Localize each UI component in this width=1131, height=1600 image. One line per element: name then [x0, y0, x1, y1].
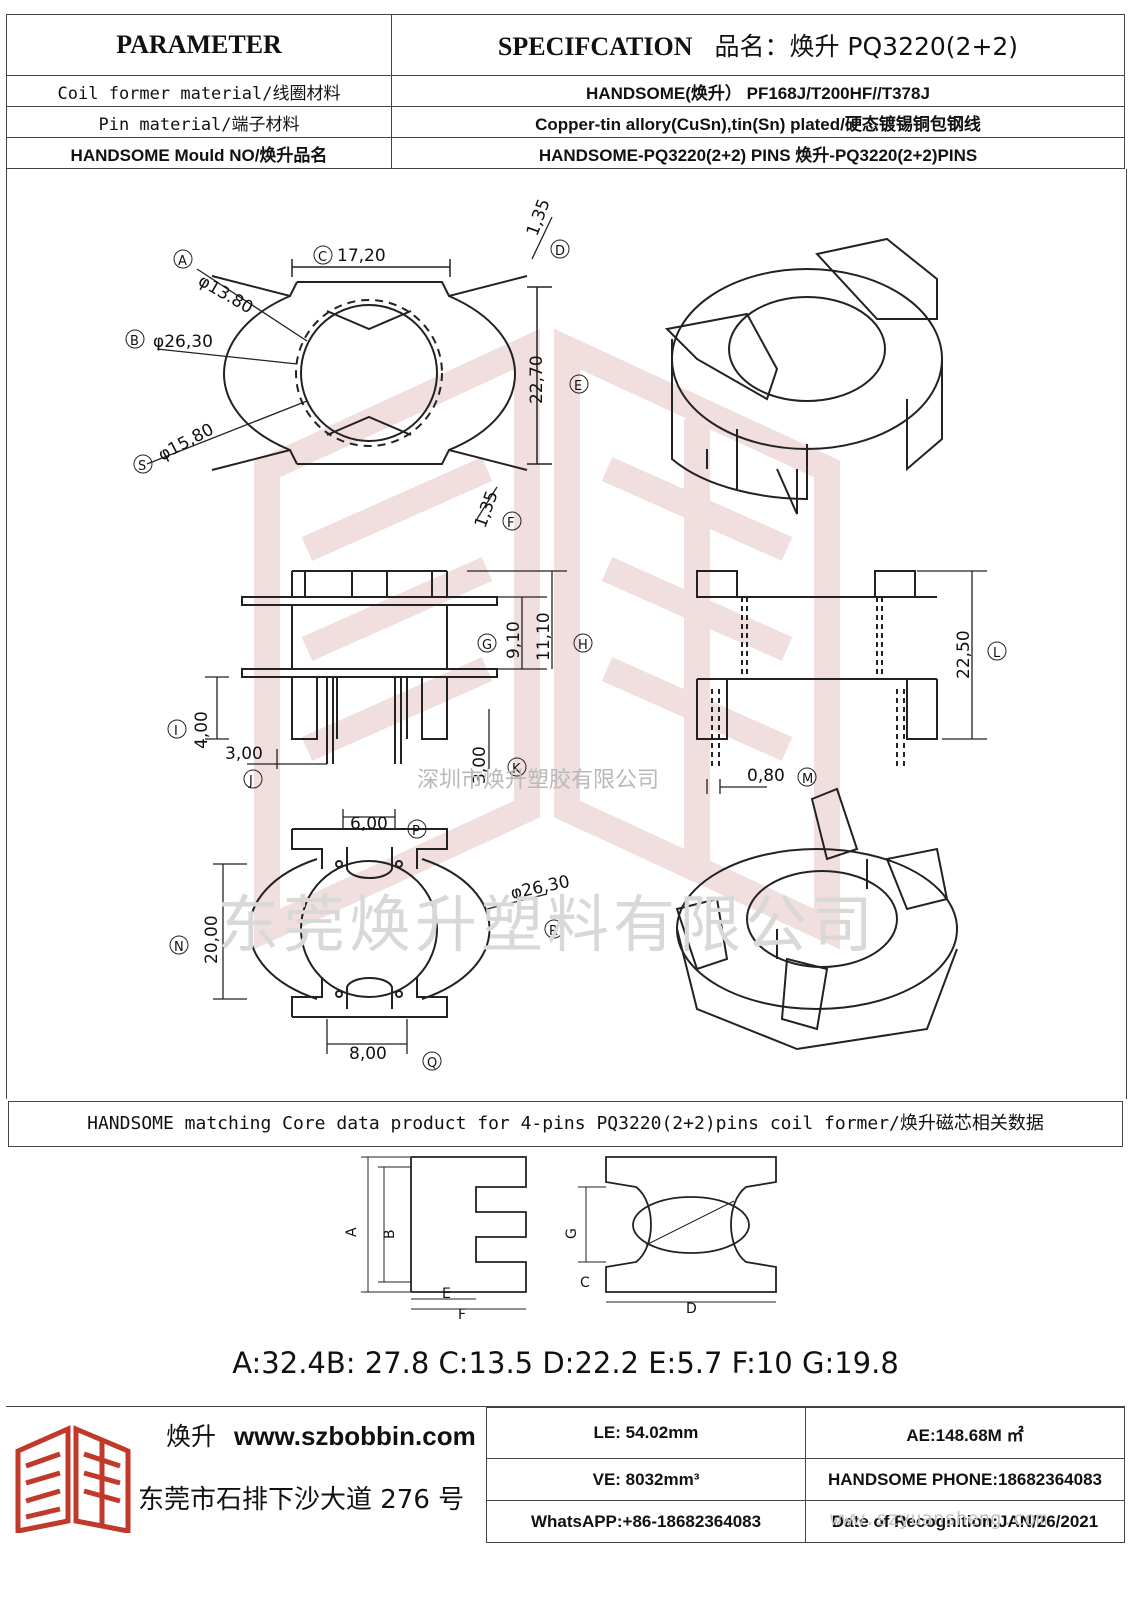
- footer-info-table: LE: 54.02mm AE:148.68M ㎡ VE: 8032mm³ HAN…: [486, 1406, 1125, 1543]
- dim-q-value: 8,00: [349, 1044, 387, 1064]
- mould-no-value: HANDSOME-PQ3220(2+2) PINS 焕升-PQ3220(2+2)…: [391, 137, 1125, 169]
- mould-no-label: HANDSOME Mould NO/焕升品名: [6, 137, 392, 169]
- brand-cn: 焕升: [166, 1422, 217, 1451]
- technical-drawings: 17,20 C A φ13.80 B φ26,30 S φ15,80 1,35 …: [125, 196, 1007, 1071]
- product-name: 品名：焕升 PQ3220(2+2): [714, 32, 1019, 61]
- dim-p-value: 6,00: [350, 814, 388, 834]
- label-d: D: [555, 244, 565, 259]
- iso-view-top: [664, 237, 943, 515]
- ve-value: VE: 8032mm³: [486, 1458, 806, 1502]
- label-f: F: [507, 516, 514, 531]
- drawing-area: 17,20 C A φ13.80 B φ26,30 S φ15,80 1,35 …: [6, 169, 1127, 1099]
- dim-k-value: 3,00: [470, 746, 490, 784]
- core-label-a: A: [344, 1227, 360, 1237]
- website-link[interactable]: www.szbobbin.com: [234, 1421, 476, 1451]
- coil-material-value: HANDSOME(焕升） PF168J/T200HF//T378J: [391, 75, 1125, 107]
- le-value: LE: 54.02mm: [486, 1406, 806, 1460]
- brand-line: 焕升 www.szbobbin.com: [166, 1417, 476, 1453]
- label-s: S: [138, 459, 146, 474]
- core-label-g: G: [564, 1228, 580, 1239]
- label-e: E: [574, 379, 582, 394]
- parameter-title: PARAMETER: [6, 14, 392, 76]
- coil-material-label: Coil former material/线圈材料: [6, 75, 392, 107]
- core-label-c: C: [580, 1275, 590, 1291]
- dim-i-value: 4,00: [192, 711, 212, 749]
- whatsapp: WhatsAPP:+86-18682364083: [486, 1500, 806, 1543]
- label-c: C: [318, 250, 327, 265]
- core-side-view: [361, 1156, 527, 1310]
- dim-h-value: 11,10: [534, 612, 554, 661]
- ae-value: AE:148.68M ㎡: [805, 1406, 1125, 1460]
- dim-c-value: 17,20: [337, 246, 386, 266]
- label-r: R: [549, 924, 558, 939]
- core-label-d: D: [686, 1301, 697, 1317]
- watermark-logo: [254, 328, 840, 950]
- watermark-company-large: 东莞焕升塑料有限公司: [217, 891, 878, 960]
- dim-a-value: φ13.80: [195, 271, 257, 318]
- dim-g-value: 9,10: [504, 621, 524, 659]
- pin-material-label: Pin material/端子材料: [6, 106, 392, 138]
- footer: 焕升 www.szbobbin.com 东莞市石排下沙大道 276 号 LE: 5…: [6, 1406, 1125, 1543]
- dim-d-value: 1,35: [523, 196, 555, 238]
- label-m: M: [802, 772, 813, 787]
- front-view: [205, 570, 567, 769]
- pin-material-value: Copper-tin allory(CuSn),tin(Sn) plated/硬…: [391, 106, 1125, 138]
- core-label-b: B: [382, 1229, 398, 1239]
- label-k: K: [512, 762, 521, 777]
- label-h: H: [578, 638, 588, 653]
- phone: HANDSOME PHONE:18682364083: [805, 1458, 1125, 1502]
- bottom-view: [213, 809, 548, 1054]
- label-b: B: [130, 334, 139, 349]
- core-data-title: HANDSOME matching Core data product for …: [8, 1101, 1123, 1147]
- iso-view-bottom: [675, 787, 958, 1051]
- dim-l-value: 22,50: [954, 630, 974, 679]
- watermark-url: www.szyuansheng.com: [830, 1508, 1048, 1530]
- watermark-company-small: 深圳市焕升塑胶有限公司: [417, 767, 660, 792]
- dim-m-value: 0,80: [747, 766, 785, 786]
- core-data-values: A:32.4B: 27.8 C:13.5 D:22.2 E:5.7 F:10 G…: [232, 1346, 899, 1380]
- core-label-f: F: [458, 1307, 466, 1323]
- dim-s-value: φ15,80: [155, 420, 217, 466]
- dim-j-value: 3,00: [225, 744, 263, 764]
- core-drawings: A B E F G C D: [344, 1156, 777, 1323]
- dim-b-value: φ26,30: [153, 332, 213, 352]
- label-i: I: [174, 724, 178, 739]
- top-view: [146, 216, 553, 520]
- label-q: Q: [427, 1056, 437, 1071]
- core-label-e: E: [442, 1286, 451, 1302]
- label-g: G: [482, 638, 492, 653]
- handsome-logo: [15, 1425, 131, 1533]
- label-j: J: [248, 774, 253, 789]
- label-l: L: [993, 646, 1001, 661]
- dim-n-value: 20,00: [202, 915, 222, 964]
- label-p: P: [412, 824, 420, 839]
- label-a: A: [178, 254, 187, 269]
- core-top-view: [578, 1156, 777, 1303]
- address: 东莞市石排下沙大道 276 号: [138, 1485, 465, 1515]
- side-view: [696, 570, 987, 794]
- label-n: N: [174, 940, 184, 955]
- recognition-date: Date of Recognition:JAN/26/2021: [805, 1500, 1125, 1543]
- dim-e-value: 22,70: [527, 355, 547, 404]
- dim-f-value: 1,35: [471, 488, 503, 530]
